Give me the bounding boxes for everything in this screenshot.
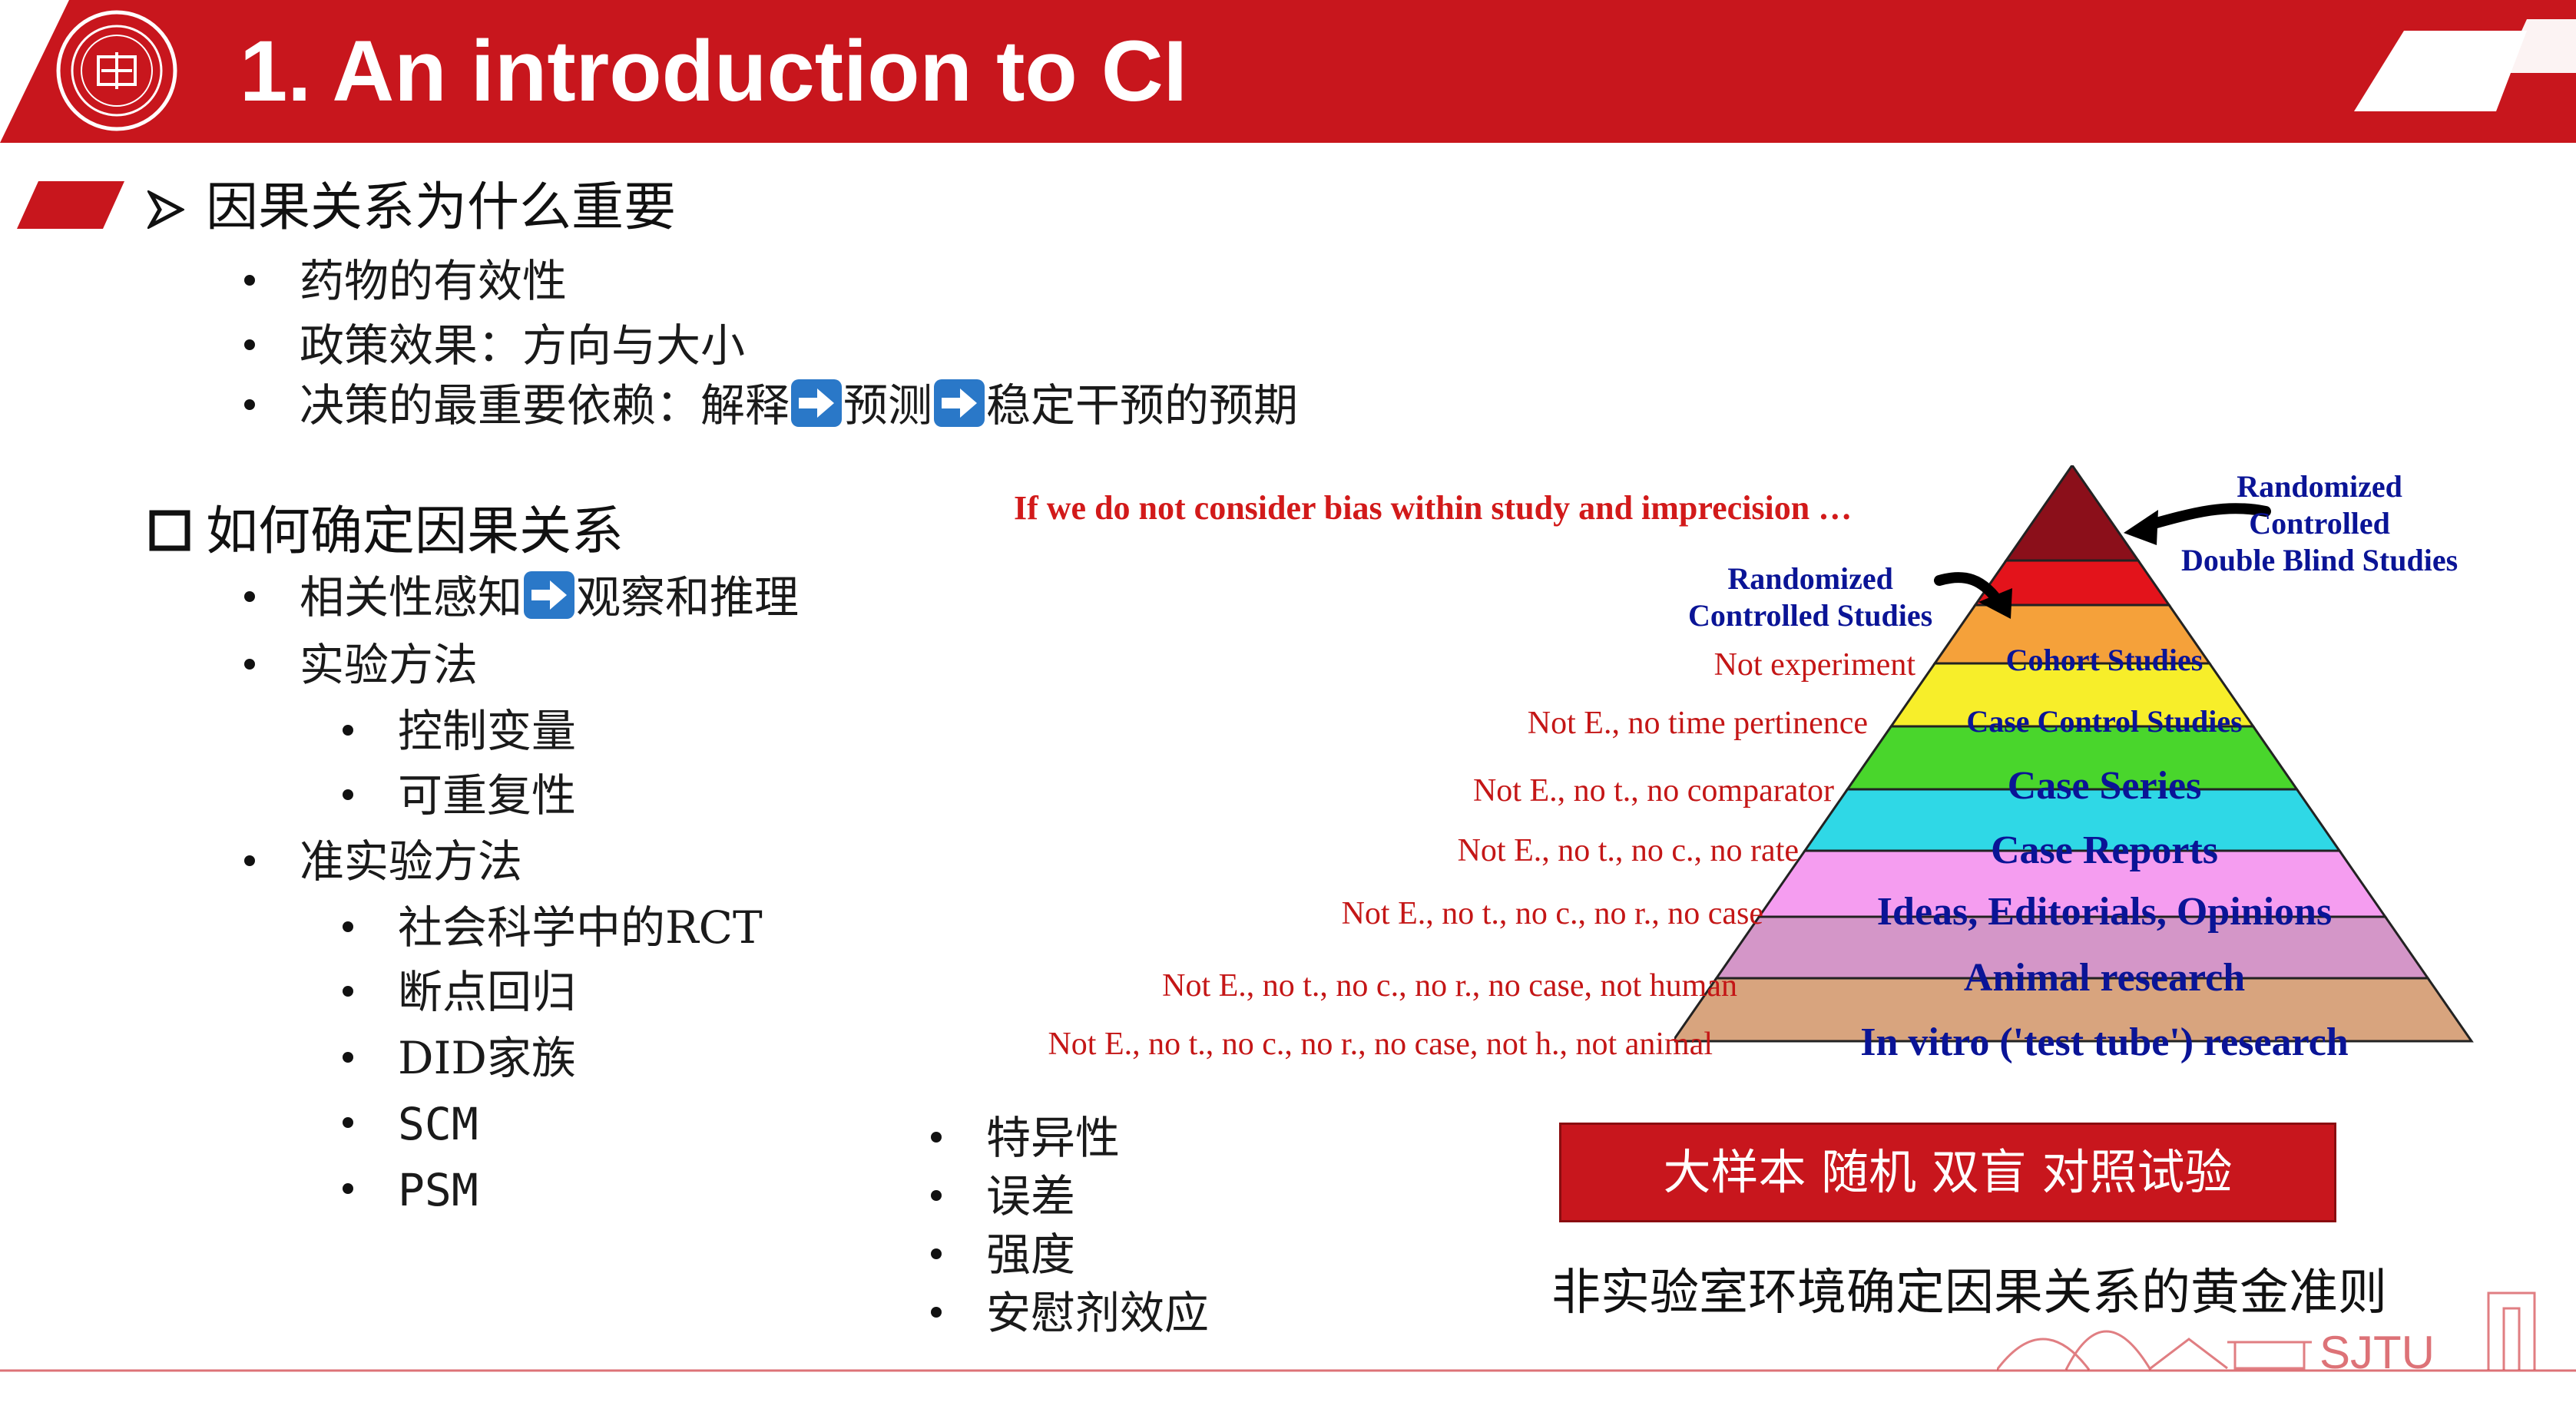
list-item: 准实验方法 bbox=[244, 831, 522, 892]
list-item: SCM bbox=[343, 1093, 478, 1155]
bullet-dot-icon bbox=[931, 1306, 942, 1318]
evidence-pyramid bbox=[1674, 465, 2474, 1043]
pyramid-level-label: In vitro ('test tube') research bbox=[1860, 1020, 2349, 1064]
bullet-dot-icon bbox=[343, 1116, 353, 1128]
list-item: PSM bbox=[343, 1159, 478, 1221]
bullet-dot-icon bbox=[244, 658, 255, 670]
list-item: 强度 bbox=[931, 1224, 1075, 1285]
university-seal-logo bbox=[56, 10, 177, 131]
right-arrow-icon bbox=[934, 379, 985, 427]
pyramid-level-label: Animal research bbox=[1963, 956, 2246, 1000]
pyramid-band bbox=[1674, 977, 2474, 1043]
list-item: 误差 bbox=[931, 1166, 1075, 1227]
bullet-dot-icon bbox=[931, 1189, 942, 1201]
list-item: 安慰剂效应 bbox=[931, 1282, 1209, 1344]
pyramid-side-label: Not E., no t., no comparator bbox=[1472, 773, 1834, 809]
list-item: 控制变量 bbox=[343, 700, 576, 762]
list-item: 政策效果：方向与大小 bbox=[244, 315, 745, 376]
bullet-dot-icon bbox=[244, 398, 255, 410]
bullet-dot-icon bbox=[343, 1182, 353, 1194]
pyramid-caption: If we do not consider bias within study … bbox=[1014, 489, 1853, 527]
pyramid-side-label: Not E., no t., no c., no r., no case, no… bbox=[1048, 1027, 1713, 1062]
pyramid-side-label: Not E., no t., no c., no rate bbox=[1457, 833, 1799, 868]
square-bullet-icon bbox=[149, 510, 190, 551]
sjtu-gate-logo: SJTU bbox=[1997, 1291, 2536, 1377]
bullet-dot-icon bbox=[931, 1248, 942, 1259]
list-item: 特异性 bbox=[931, 1107, 1120, 1169]
pyramid-level-label: Case Reports bbox=[1990, 828, 2219, 872]
list-item: 实验方法 bbox=[244, 634, 478, 696]
list-item: 药物的有效性 bbox=[244, 250, 567, 312]
footer-line bbox=[0, 1369, 2576, 1372]
pyramid-level-label: Case Series bbox=[2007, 764, 2202, 808]
rct-callout-box: 大样本 随机 双盲 对照试验 bbox=[1559, 1123, 2336, 1222]
bullet-dot-icon bbox=[343, 985, 353, 997]
bullet-dot-icon bbox=[343, 724, 353, 736]
header-bar bbox=[0, 0, 2576, 143]
pyramid-level-label: Cohort Studies bbox=[2005, 643, 2204, 677]
section1-heading: 因果关系为什么重要 bbox=[206, 177, 677, 238]
pyramid-side-label: Not E., no t., no c., no r., no case, no… bbox=[1162, 968, 1737, 1004]
slide-title: 1. An introduction to CI bbox=[240, 23, 1187, 119]
right-arrow-icon bbox=[791, 379, 843, 427]
list-item: 决策的最重要依赖：解释预测稳定干预的预期 bbox=[244, 375, 1298, 436]
bullet-dot-icon bbox=[244, 339, 255, 350]
pyramid-band bbox=[2004, 465, 2141, 562]
gold-standard-text: 非实验室环境确定因果关系的黄金准则 bbox=[1551, 1265, 2387, 1321]
bullet-dot-icon bbox=[931, 1131, 942, 1143]
section-accent-parallelogram bbox=[17, 181, 124, 229]
list-item: 断点回归 bbox=[343, 961, 576, 1023]
pyramid-level-label: Ideas, Editorials, Opinions bbox=[1876, 890, 2333, 934]
bullet-dot-icon bbox=[244, 855, 255, 866]
right-arrow-icon bbox=[524, 570, 575, 619]
bullet-dot-icon bbox=[343, 1051, 353, 1063]
list-item: 社会科学中的RCT bbox=[343, 897, 763, 958]
list-item: 相关性感知观察和推理 bbox=[244, 567, 799, 628]
section2-heading: 如何确定因果关系 bbox=[206, 501, 624, 562]
bullet-dot-icon bbox=[244, 590, 255, 602]
list-item: DID家族 bbox=[343, 1027, 576, 1089]
list-item: 可重复性 bbox=[343, 765, 576, 826]
bullet-dot-icon bbox=[343, 921, 353, 932]
footer-logo-text: SJTU bbox=[2319, 1327, 2435, 1377]
arrowhead-bullet-icon bbox=[147, 190, 184, 229]
pyramid-level-label: Case Control Studies bbox=[1966, 704, 2243, 739]
pyramid-side-label: Not experiment bbox=[1713, 647, 1915, 683]
bullet-dot-icon bbox=[343, 789, 353, 800]
bullet-dot-icon bbox=[244, 274, 255, 286]
pyramid-side-label: Not E., no t., no c., no r., no case bbox=[1341, 896, 1763, 931]
pyramid-side-label: Not E., no time pertinence bbox=[1527, 706, 1868, 741]
